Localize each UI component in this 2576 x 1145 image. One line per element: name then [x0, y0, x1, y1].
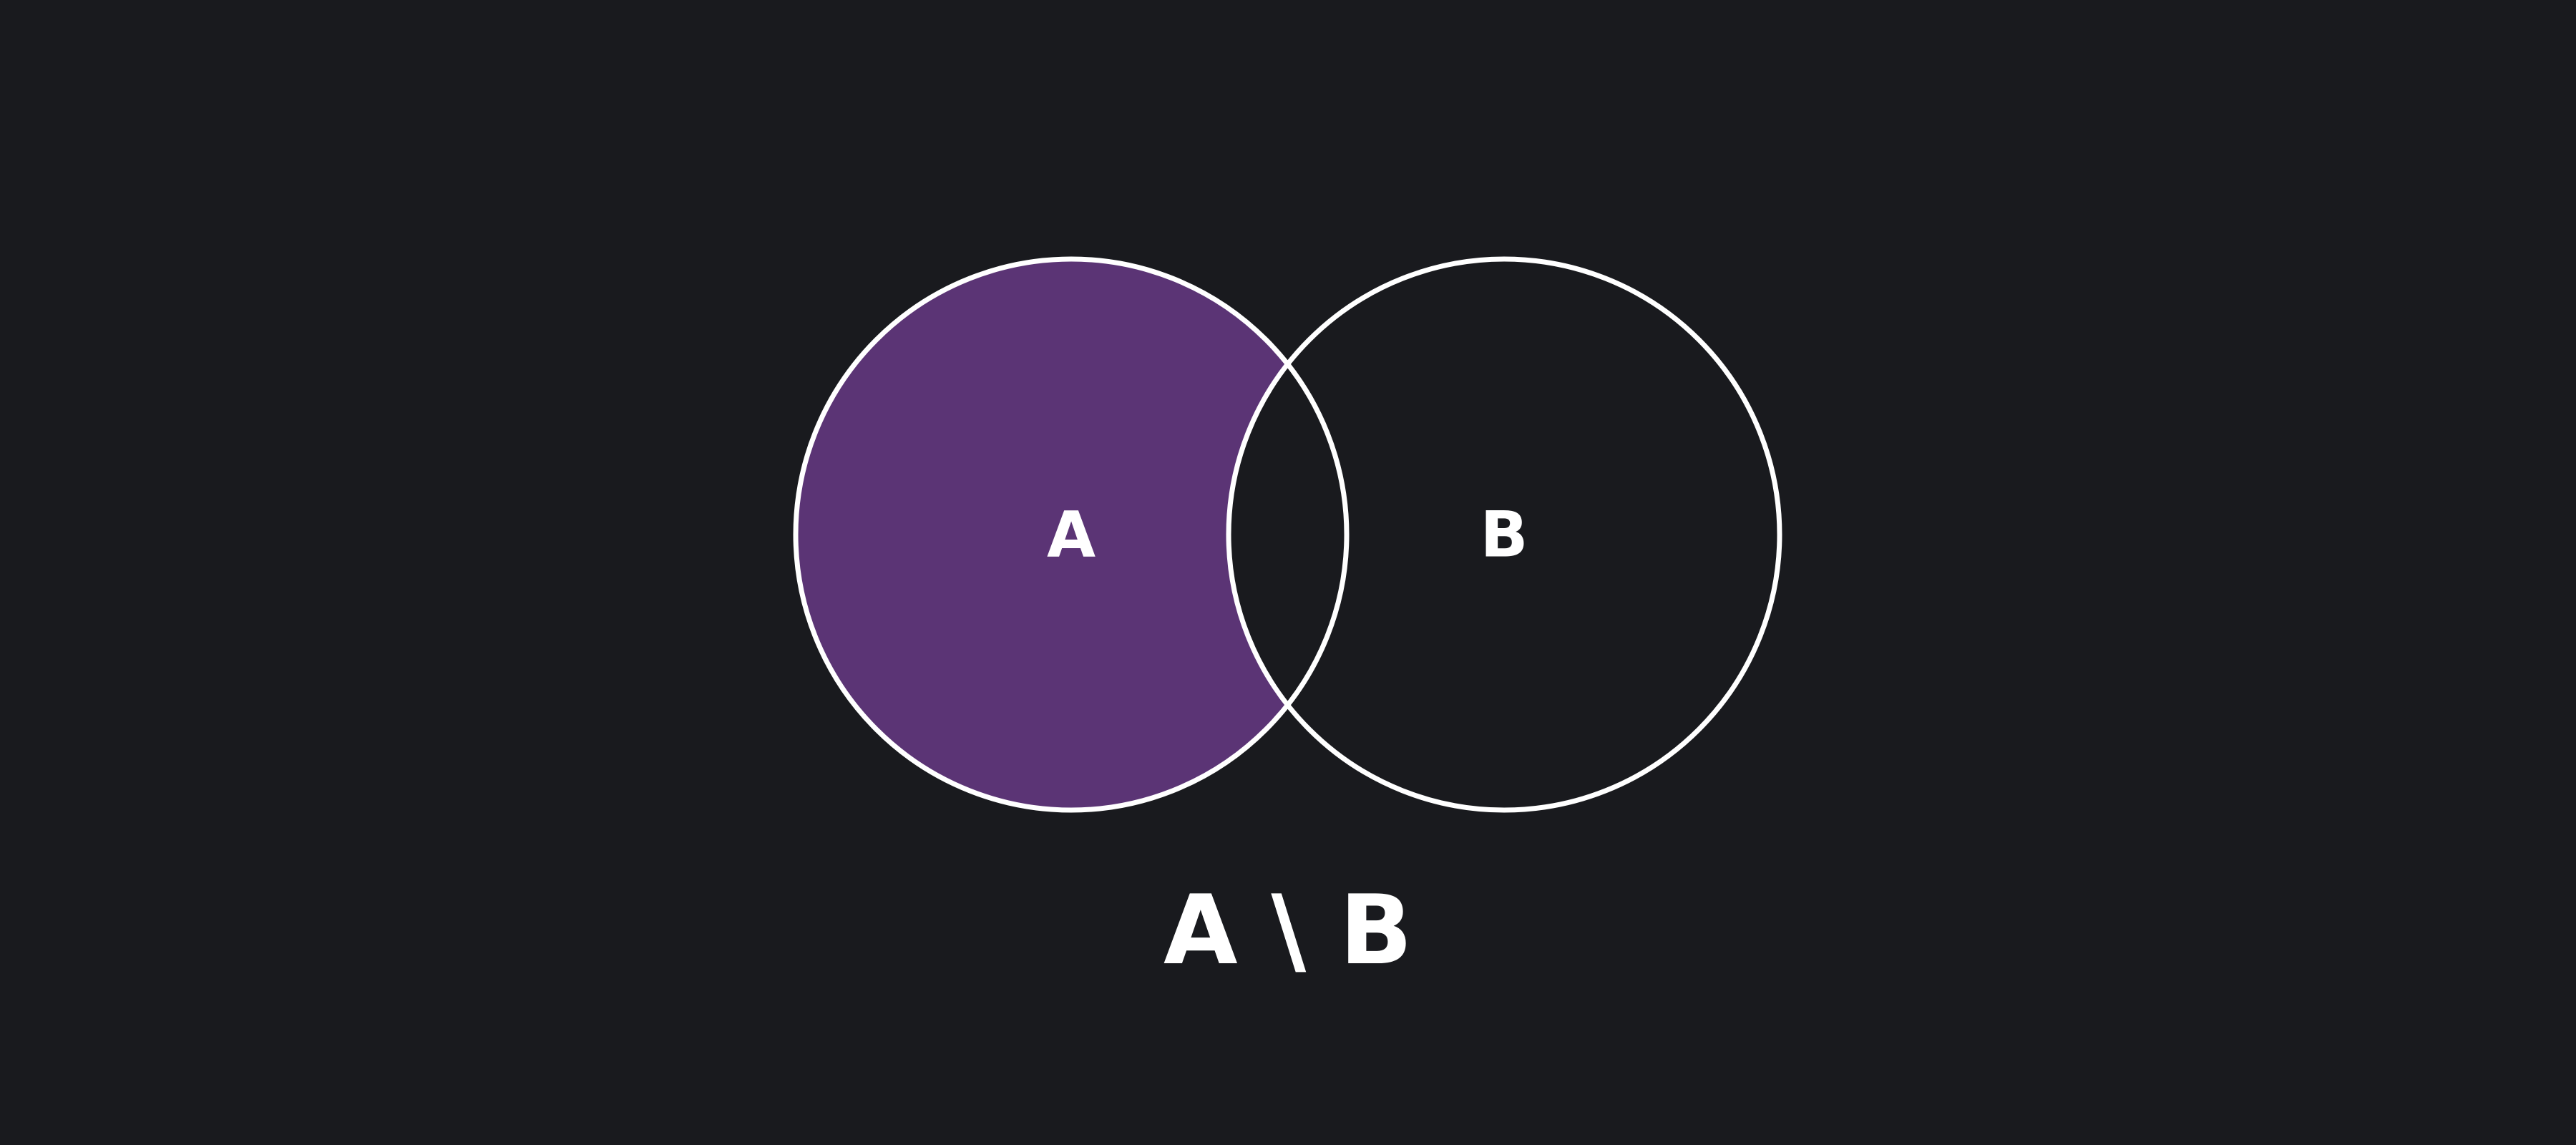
set-a-label: A [1047, 498, 1096, 572]
set-expression: A \ B [1163, 874, 1413, 986]
set-a-circle [793, 256, 1350, 813]
set-b-label: B [1480, 498, 1528, 572]
region-a-only [796, 259, 1347, 810]
set-b-circle [1226, 256, 1782, 813]
